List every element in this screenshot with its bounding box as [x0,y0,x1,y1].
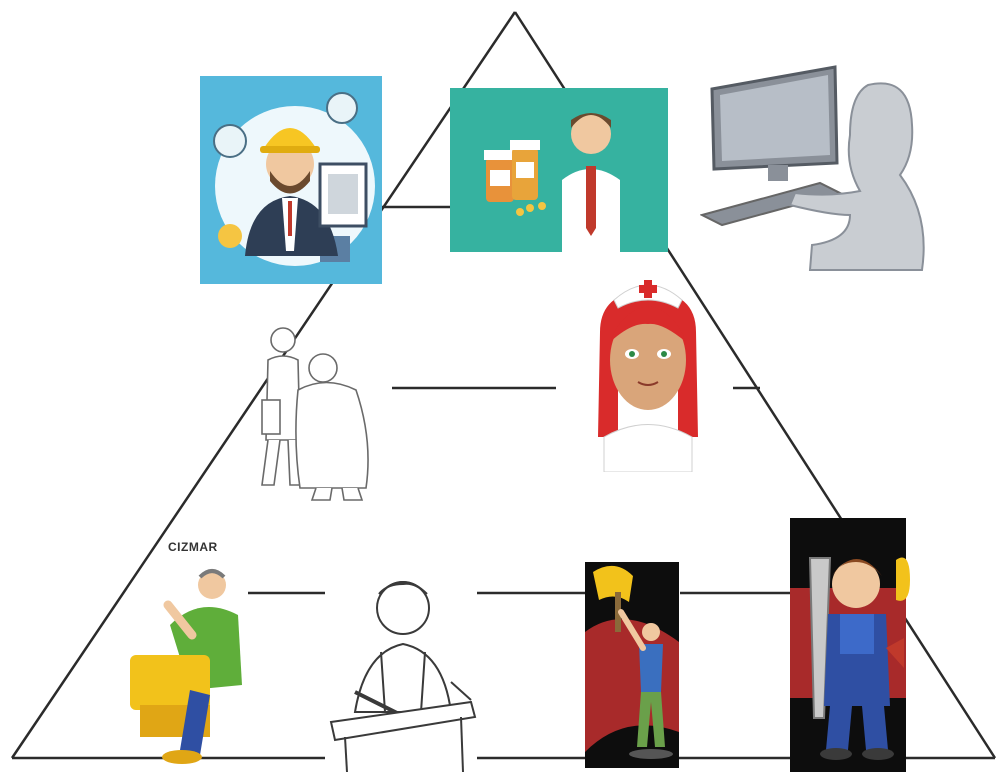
computer-worker-icon [700,65,925,271]
plumber-icon [790,557,906,760]
painter-icon [585,565,679,759]
engineer-icon [213,92,375,266]
pyramid-left-edge [10,11,517,759]
shoemaker-icon [130,569,242,764]
carpenter-tile [325,572,477,772]
carpenter-icon [329,581,477,772]
plumber-tile [790,518,906,772]
doctor-icon [484,113,620,252]
engineer-tile [200,76,382,284]
painter-tile [585,562,679,768]
partial-figure-icon [896,557,910,601]
hairdresser-icon [261,327,369,501]
nurse-icon [598,280,698,472]
shoemaker-label: CIZMAR [168,540,218,554]
doctor-tile [450,88,668,252]
